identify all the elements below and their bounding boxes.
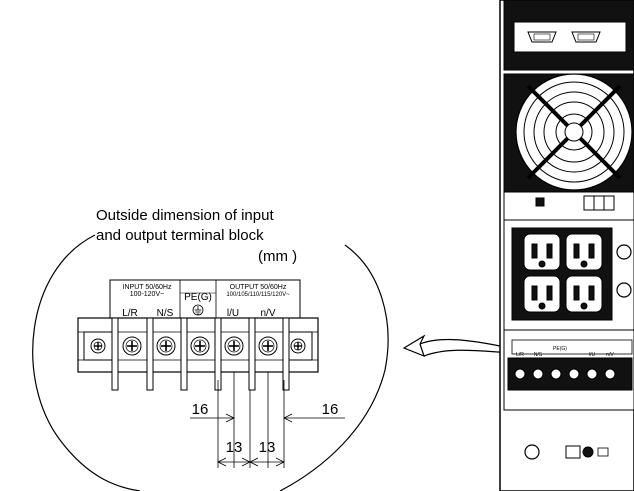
- serial-port-icon: [527, 31, 557, 43]
- dimension-edge-right: 16: [322, 401, 339, 418]
- fan-icon: [515, 73, 633, 191]
- ups-rear-panel: [499, 0, 634, 491]
- panel-terminal-label: n/V: [606, 352, 614, 358]
- caption-unit: (mm ): [258, 248, 298, 265]
- dimension-pitch-right: 13: [259, 439, 276, 456]
- mini-screw-icon: [586, 368, 598, 380]
- zoom-ellipse: [32, 234, 389, 491]
- terminal-label: n/V: [260, 308, 275, 319]
- mount-screw-icon: [90, 338, 106, 354]
- pointer-arrow: [419, 338, 517, 357]
- terminal-block: INPUT 50/60Hz 100-120V~ OUTPUT 50/60Hz 1…: [77, 279, 319, 391]
- mini-screw-icon: [514, 368, 526, 380]
- terminal-screw-icon: [190, 336, 210, 356]
- mount-screw-icon: [290, 338, 306, 354]
- ground-icon: [192, 304, 204, 316]
- outlet-icon: [523, 275, 561, 313]
- caption-line-2: and output terminal block: [96, 227, 264, 244]
- screw-terminals: [90, 336, 306, 356]
- terminal-label: L/R: [122, 308, 138, 319]
- caption-line-1: Outside dimension of input: [96, 207, 274, 224]
- input-label-line2: 100-120V~: [130, 291, 164, 298]
- dimension-edge-left: 16: [192, 401, 209, 418]
- output-label-line2: 100/105/110/115/120V~: [226, 292, 290, 298]
- pe-label: PE(G): [184, 292, 212, 303]
- pointer-arrow-head: [402, 334, 426, 358]
- terminal-screw-icon: [258, 336, 278, 356]
- mini-screw-icon: [604, 368, 616, 380]
- serial-port-icon: [571, 31, 601, 43]
- terminal-label: N/S: [157, 308, 174, 319]
- terminal-screw-icon: [224, 336, 244, 356]
- panel-terminal-label: l/U: [589, 352, 596, 358]
- mini-screw-icon: [532, 368, 544, 380]
- mini-screw-icon: [550, 368, 562, 380]
- terminal-screw-icon: [122, 336, 142, 356]
- terminal-screw-icon: [156, 336, 176, 356]
- terminal-label: l/U: [227, 308, 239, 319]
- outlet-icon: [523, 233, 561, 271]
- panel-terminal-label: L/R: [516, 352, 524, 358]
- outlet-icon: [565, 275, 603, 313]
- mini-screw-icon: [568, 368, 580, 380]
- output-label-line1: OUTPUT 50/60Hz: [230, 284, 287, 291]
- panel-terminal-label: N/S: [534, 352, 543, 358]
- outlet-icon: [565, 233, 603, 271]
- dimension-pitch-left: 13: [226, 439, 243, 456]
- input-label-line1: INPUT 50/60Hz: [123, 284, 172, 291]
- dimension-lines: [190, 372, 345, 468]
- panel-terminal-label: PE(G): [553, 346, 567, 352]
